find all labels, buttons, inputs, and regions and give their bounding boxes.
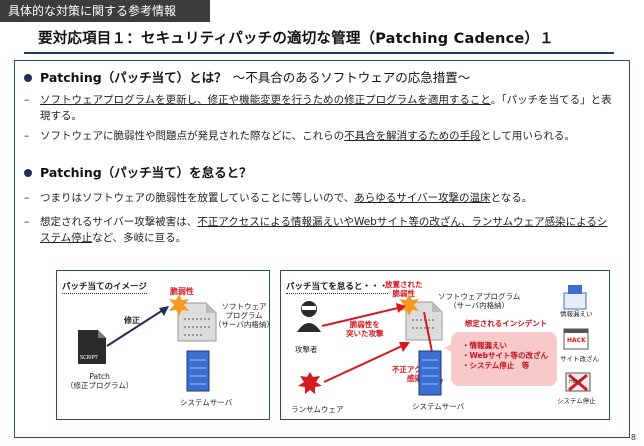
leak-icon	[563, 285, 587, 310]
hack-text: HACK	[567, 337, 586, 344]
help-text: HELP	[569, 379, 582, 385]
diagram-left-title: パッチ当てのイメージ	[62, 282, 147, 294]
patch-label: Patch（修正プログラム）	[66, 372, 134, 390]
leak-label: 情報漏えい	[560, 310, 593, 318]
right-software-label: ソフトウェアプログラム（サーバ内格納）	[438, 292, 521, 310]
incident-list: ・情報漏えい ・Webサイト等の改ざん ・システム停止 等	[462, 341, 548, 371]
diagram-right-title: パッチ当てを怠ると・・・	[286, 282, 388, 294]
attacker-icon	[297, 301, 321, 332]
site-tamper-label: サイト改ざん	[560, 355, 599, 363]
incident-pointer-icon	[444, 342, 456, 354]
left-vuln-burst-icon	[169, 294, 189, 316]
section2-bullet-2: – 想定されるサイバー攻撃被害は、不正アクセスによる情報漏えいやWebサイト等の…	[24, 216, 608, 244]
section2-heading: Patching（パッチ当て）を怠ると？	[24, 162, 252, 181]
section1-bullet-1: – ソフトウェアプログラムを更新し、修正や機能変更を行うための修正プログラムを適…	[24, 94, 612, 122]
neglected-vuln-label: 放置された脆弱性	[385, 280, 423, 298]
incident-item: ・システム停止 等	[462, 361, 530, 370]
attack-arrow	[321, 303, 406, 327]
attacker-label: 攻撃者	[295, 345, 318, 354]
section2-bullet-1: – つまりはソフトウェアの脆弱性を放置していることに等しいので、あらゆるサイバー…	[24, 192, 533, 204]
right-server-icon	[418, 350, 442, 396]
page-title: 要対応項目１：セキュリティパッチの適切な管理（Patching Cadence）…	[38, 31, 554, 47]
right-software-doc-icon	[405, 301, 443, 341]
incident-item: ・Webサイト等の改ざん	[462, 351, 548, 360]
ransomware-label: ランサムウェア	[291, 405, 344, 414]
left-server-label: システムサーバ	[180, 398, 233, 407]
unauth-label: 不正アクセス感染	[392, 365, 437, 383]
incident-item: ・情報漏えい	[462, 341, 507, 350]
site-tamper-icon	[563, 328, 589, 350]
section1-heading: Patching（パッチ当て）とは？〜不具合のあるソフトウェアの応急措置〜	[24, 67, 470, 86]
left-server-icon	[186, 350, 210, 392]
header-tag: 具体的な対策に関する参考情報	[0, 0, 210, 22]
ransomware-arrow	[323, 342, 410, 383]
left-software-label: ソフトウェアプログラム（サーバ内格納）	[214, 302, 274, 329]
attack-label: 脆弱性を突いた攻撃	[346, 320, 384, 338]
left-software-doc-icon	[177, 302, 217, 342]
bullet-dot-icon	[24, 168, 32, 177]
right-vuln-burst-icon	[399, 294, 419, 316]
right-server-label: システムサーバ	[412, 402, 465, 411]
bullet-dot-icon	[24, 73, 32, 82]
incident-panel	[451, 332, 557, 386]
system-stop-label: システム停止	[557, 397, 596, 405]
script-label: SCRIPT	[80, 355, 98, 361]
fix-arrow	[106, 306, 169, 347]
system-stop-icon	[565, 372, 591, 392]
section1-note: 〜不具合のあるソフトウェアの応急措置〜	[232, 70, 471, 85]
left-vuln-label: 脆弱性	[170, 287, 194, 296]
patch-script-icon	[78, 330, 106, 364]
page-number: 8	[630, 433, 636, 442]
content-frame	[14, 60, 630, 438]
fix-label: 修正	[124, 316, 140, 325]
incident-heading: 想定されるインシデント	[464, 319, 548, 328]
section1-bullet-2: – ソフトウェアに脆弱性や問題点が発見された際などに、これらの不具合を解消するた…	[24, 130, 575, 142]
title-rule	[24, 52, 614, 54]
ransomware-icon	[298, 372, 322, 394]
